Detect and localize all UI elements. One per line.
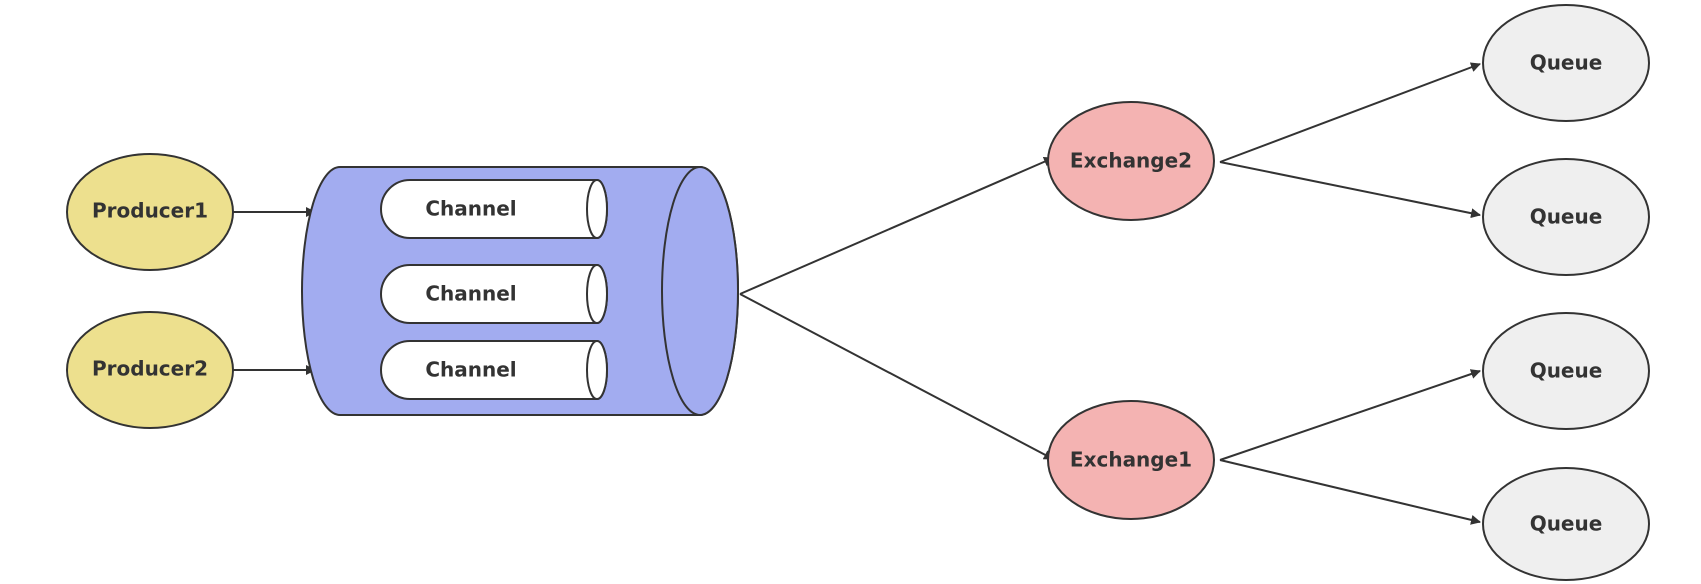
producer-label: Producer2	[92, 357, 208, 381]
edge-exchange1-queue3	[1219, 369, 1481, 461]
producer-node-2: Producer2	[66, 311, 234, 429]
edge-exchange2-queue1	[1219, 62, 1481, 163]
edge-exchange2-queue2	[1219, 161, 1481, 219]
exchange-node-1: Exchange1	[1047, 400, 1215, 520]
queue-node-2: Queue	[1482, 158, 1650, 276]
channel-2: Channel	[380, 264, 608, 324]
queue-label: Queue	[1530, 512, 1603, 536]
exchange-ellipse	[1047, 400, 1215, 520]
producer-label: Producer1	[92, 199, 208, 223]
queue-label: Queue	[1530, 51, 1603, 75]
queue-node-3: Queue	[1482, 312, 1650, 430]
edge-exchange1-queue4	[1219, 459, 1481, 525]
edges	[233, 62, 1481, 525]
exchange-label: Exchange2	[1070, 149, 1192, 173]
channel-tube-end	[586, 179, 608, 239]
channel-1: Channel	[380, 179, 608, 239]
queue-ellipse	[1482, 4, 1650, 122]
exchange-node-2: Exchange2	[1047, 101, 1215, 221]
channel-tube-end	[586, 340, 608, 400]
queue-node-4: Queue	[1482, 467, 1650, 581]
queue-label: Queue	[1530, 359, 1603, 383]
queue-label: Queue	[1530, 205, 1603, 229]
queue-ellipse	[1482, 312, 1650, 430]
producer-ellipse	[66, 311, 234, 429]
queue-ellipse	[1482, 467, 1650, 581]
producer-ellipse	[66, 153, 234, 271]
producer-node-1: Producer1	[66, 153, 234, 271]
edge-connection-exchange1	[739, 293, 1054, 460]
queue-node-1: Queue	[1482, 4, 1650, 122]
channel-3: Channel	[380, 340, 608, 400]
channel-label: Channel	[425, 282, 516, 306]
exchange-ellipse	[1047, 101, 1215, 221]
channel-label: Channel	[425, 358, 516, 382]
connection-cylinder-end-cap	[661, 166, 739, 416]
edge-connection-exchange2	[739, 157, 1054, 295]
channel-tube-end	[586, 264, 608, 324]
queue-ellipse	[1482, 158, 1650, 276]
channel-label: Channel	[425, 197, 516, 221]
exchange-label: Exchange1	[1070, 448, 1192, 472]
